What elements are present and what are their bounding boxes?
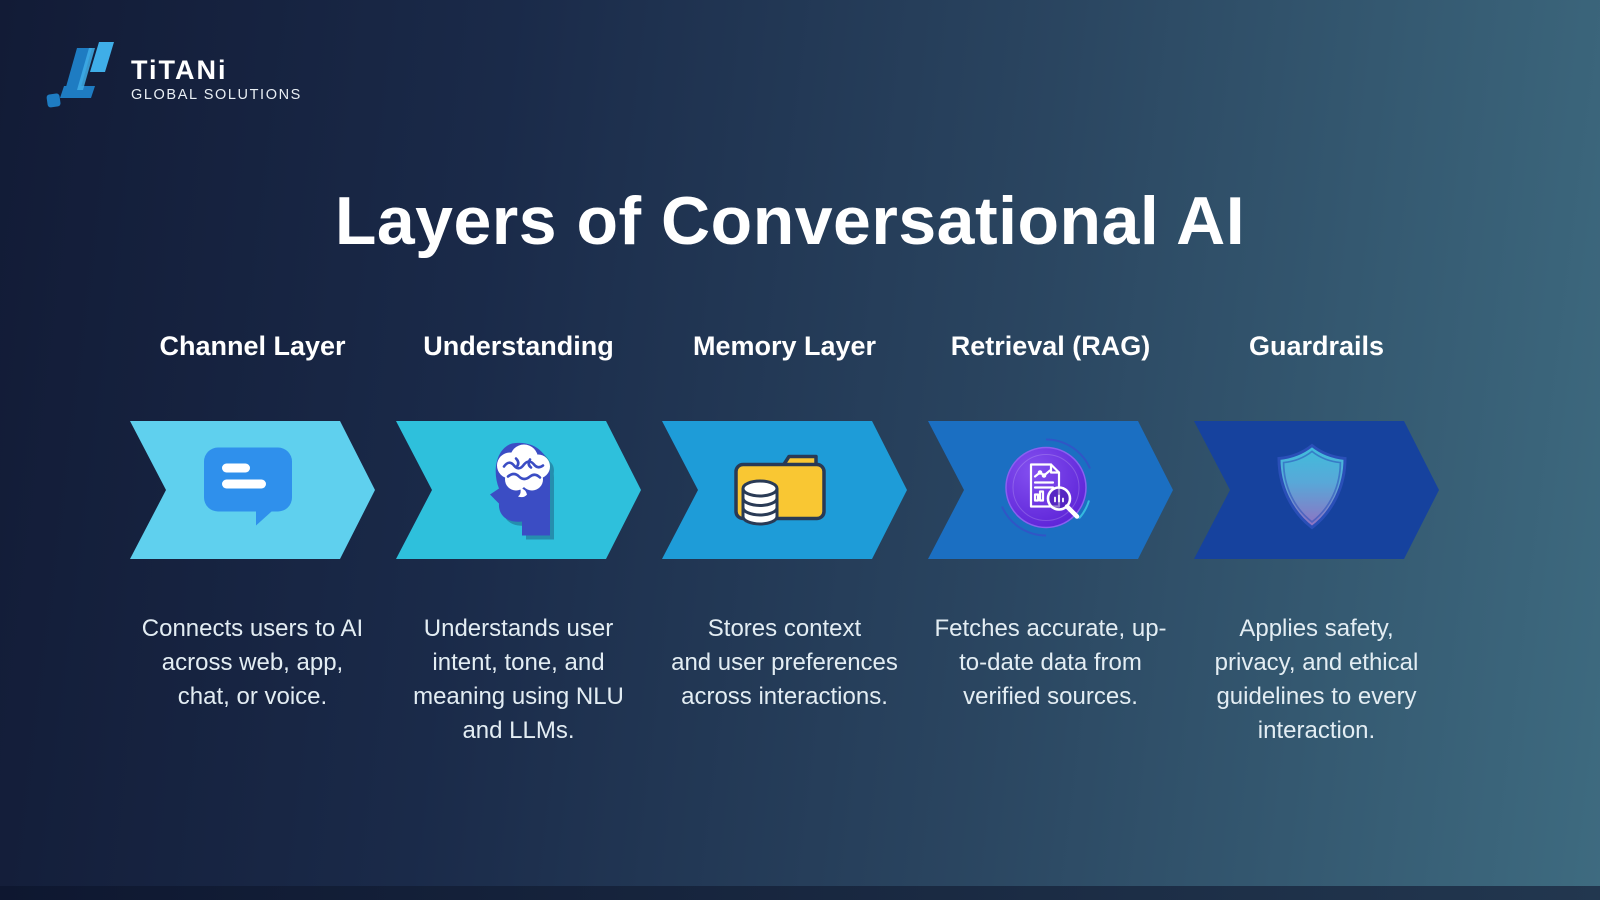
layer-chevron: [1194, 421, 1439, 559]
document-magnifier-icon: [989, 431, 1103, 550]
layer-title: Guardrails: [1248, 331, 1385, 361]
layer-chevron: [928, 421, 1173, 559]
layer-column-memory: Memory Layer Stores context and use: [662, 326, 907, 748]
layer-description: Connects users to AI across web, app, ch…: [141, 615, 364, 710]
layer-title: Understanding: [423, 331, 614, 361]
layer-title: Retrieval (RAG): [950, 331, 1151, 361]
layer-description: Understands user intent, tone, and meani…: [413, 615, 624, 744]
brand-name: TiTANi: [131, 55, 228, 85]
chat-bubble-icon: [200, 442, 296, 539]
layer-chevron: [396, 421, 641, 559]
layer-title: Memory Layer: [692, 331, 877, 361]
layer-description: Fetches accurate, up- to-date data from …: [934, 615, 1167, 710]
layer-chevron: [130, 421, 375, 559]
layers-row: Channel Layer Connects users to AI acros…: [130, 326, 1439, 748]
layer-column-channel: Channel Layer Connects users to AI acros…: [130, 326, 375, 748]
layer-description: Stores context and user preferences acro…: [671, 615, 898, 710]
brand-tagline: GLOBAL SOLUTIONS: [131, 87, 302, 103]
layer-title: Channel Layer: [159, 331, 346, 361]
logo: TiTANi GLOBAL SOLUTIONS: [45, 36, 302, 117]
bottom-bar: [0, 886, 1600, 900]
logo-text: TiTANi GLOBAL SOLUTIONS: [131, 56, 302, 103]
brain-head-icon: [466, 436, 562, 545]
layer-column-understanding: Understanding: [396, 326, 641, 748]
logo-mark-icon: [45, 36, 125, 117]
layer-column-guardrails: Guardrails: [1194, 326, 1439, 748]
page-title: Layers of Conversational AI: [334, 183, 1246, 259]
folder-database-icon: [730, 443, 830, 538]
layer-chevron: [662, 421, 907, 559]
shield-icon: [1267, 440, 1357, 541]
layer-description: Applies safety, privacy, and ethical gui…: [1214, 615, 1419, 744]
layer-column-retrieval: Retrieval (RAG): [928, 326, 1173, 748]
